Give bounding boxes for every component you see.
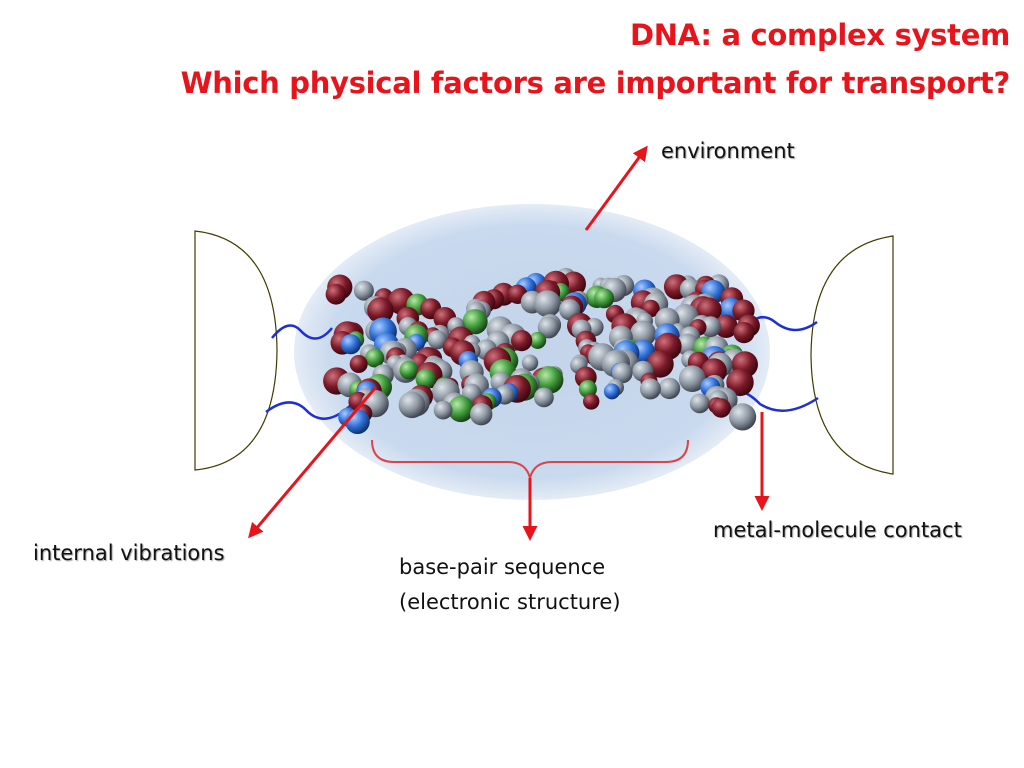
- dna-atom: [676, 333, 699, 356]
- dna-atom: [729, 403, 757, 431]
- dna-atom: [726, 368, 754, 397]
- dna-atom: [345, 409, 370, 435]
- dna-atom: [700, 316, 721, 338]
- environment-label: environment: [661, 139, 795, 163]
- dna-atom: [603, 383, 620, 400]
- slide-title: DNA: a complex system: [629, 18, 1010, 52]
- right-electrode: [810, 235, 894, 475]
- dna-atom: [658, 377, 681, 400]
- dna-atom: [583, 393, 600, 410]
- dna-atom: [714, 314, 738, 338]
- left-wire-bottom: [265, 401, 353, 420]
- dna-atom: [415, 369, 436, 390]
- dna-atom: [639, 378, 661, 400]
- dna-atom: [711, 398, 731, 418]
- dna-atom: [365, 348, 385, 368]
- dna-atom: [534, 290, 561, 318]
- dna-atom: [367, 297, 394, 324]
- dna-atom: [534, 387, 554, 408]
- dna-atom: [630, 320, 657, 347]
- slide-subtitle: Which physical factors are important for…: [180, 66, 1011, 100]
- dna-molecule: [323, 267, 760, 435]
- dna-atom: [536, 366, 564, 394]
- dna-atom: [433, 400, 453, 420]
- environment-arrow: [584, 145, 648, 231]
- dna-atom: [521, 354, 539, 371]
- dna-atom: [447, 395, 474, 423]
- dna-atom: [612, 362, 633, 384]
- dna-atom: [325, 283, 347, 305]
- dna-atom: [470, 403, 493, 426]
- dna-atom: [349, 355, 368, 373]
- dna-atom: [733, 322, 755, 344]
- dna-atom: [529, 331, 547, 349]
- internal-vibrations-label: internal vibrations: [33, 541, 225, 565]
- dna-atom: [399, 360, 419, 380]
- metal-molecule-contact-label: metal-molecule contact: [713, 518, 962, 542]
- dna-atom: [353, 280, 374, 301]
- dna-atom: [537, 316, 560, 339]
- dna-atom: [594, 288, 615, 309]
- dna-atom: [427, 330, 447, 350]
- dna-atom: [398, 391, 426, 419]
- dna-atom: [678, 365, 706, 393]
- left-electrode: [194, 230, 278, 471]
- dna-atom: [462, 309, 488, 335]
- dna-atom: [510, 330, 533, 352]
- electronic-structure-label: (electronic structure): [399, 590, 621, 614]
- left-wire-top: [271, 324, 333, 340]
- environment-ellipse: [294, 204, 770, 500]
- dna-atom: [340, 334, 361, 355]
- internal-vibrations-arrow: [248, 386, 378, 539]
- dna-atom: [689, 393, 710, 414]
- base-pair-sequence-label: base-pair sequence: [399, 555, 606, 579]
